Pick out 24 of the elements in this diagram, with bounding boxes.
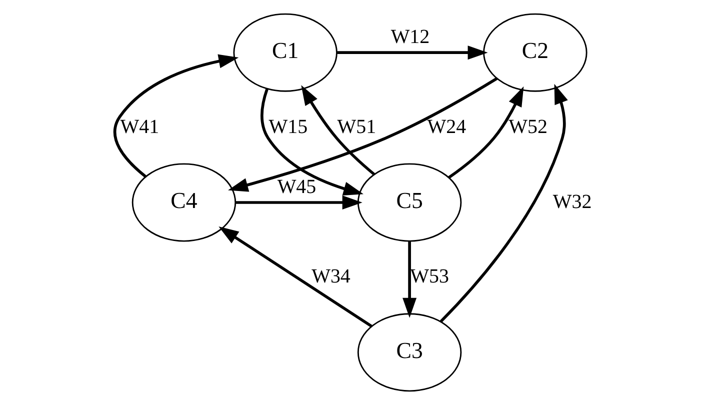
edge-label: W41 — [120, 116, 160, 138]
arrow — [228, 77, 498, 192]
arrow — [236, 196, 362, 210]
edge-label: W15 — [268, 116, 308, 138]
node-ellipse: C1 — [233, 13, 338, 92]
edge-label: W34 — [312, 266, 350, 288]
node-ellipse: C4 — [132, 163, 236, 242]
arrow — [337, 46, 488, 60]
arrow — [218, 226, 372, 328]
arrow — [402, 241, 417, 318]
edge-label: W51 — [337, 116, 376, 138]
arrow — [260, 88, 364, 196]
edge-label: W32 — [552, 190, 592, 213]
node-ellipse: C3 — [357, 313, 462, 392]
node-ellipse: C2 — [483, 13, 588, 92]
arrow — [440, 84, 568, 322]
edge-label: W45 — [277, 176, 316, 198]
edge-label: W52 — [508, 116, 548, 138]
edge-label: W24 — [427, 116, 466, 138]
arrow — [448, 86, 524, 179]
edge-label: W12 — [390, 26, 430, 48]
arrow — [301, 85, 376, 176]
node-ellipse: C5 — [357, 163, 462, 242]
arrow — [113, 54, 239, 178]
